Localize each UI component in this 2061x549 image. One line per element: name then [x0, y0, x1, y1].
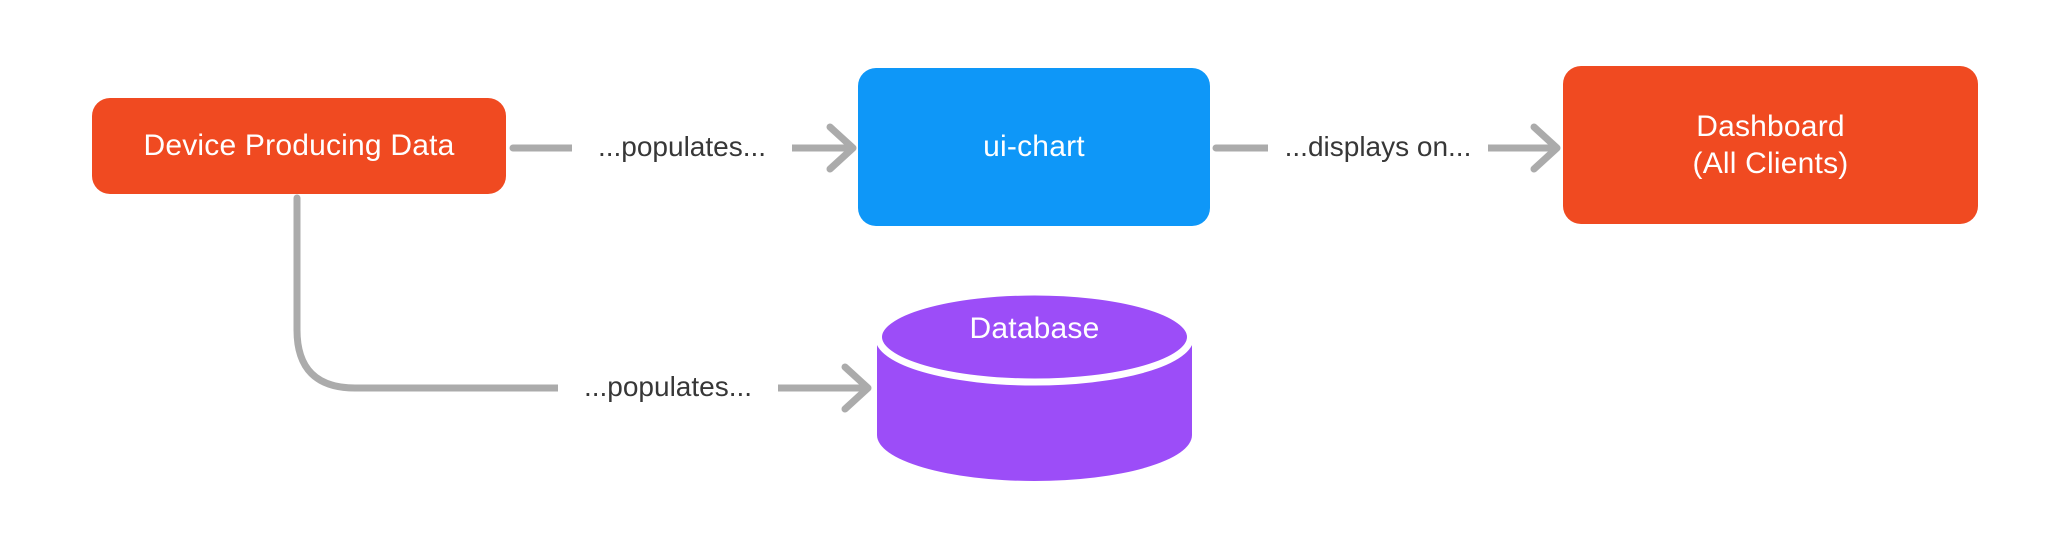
node-dashboard-label-line2: (All Clients)	[1692, 147, 1849, 180]
edge-label-displays-on: ...displays on...	[1268, 131, 1488, 163]
node-ui-chart: ui-chart	[858, 68, 1210, 226]
node-device-label: Device Producing Data	[143, 129, 455, 163]
node-database: Database	[875, 288, 1194, 482]
node-dashboard-label-line1: Dashboard	[1696, 109, 1845, 143]
edge-label-populates-bottom: ...populates...	[558, 371, 778, 403]
node-dashboard: Dashboard (All Clients)	[1563, 66, 1978, 224]
database-cylinder-icon	[875, 288, 1194, 481]
node-device-producing-data: Device Producing Data	[92, 98, 506, 194]
edge-label-populates-top: ...populates...	[572, 131, 792, 163]
node-database-label: Database	[969, 312, 1100, 345]
node-ui-chart-label: ui-chart	[983, 130, 1085, 164]
